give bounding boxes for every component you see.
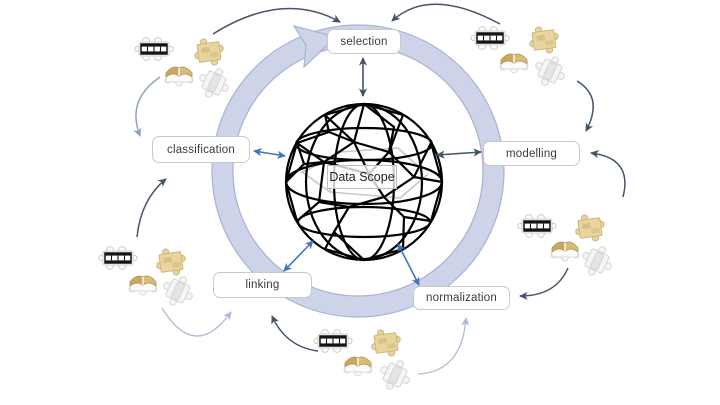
gold-puzzle-icon (369, 326, 403, 360)
table-puzzle-icon (134, 36, 174, 62)
curved-arrow-selection-right (391, 3, 501, 25)
gold-puzzle-icon (154, 245, 188, 279)
icon-cluster-left (98, 245, 199, 312)
book-puzzle-icon (499, 53, 529, 74)
arrow-linking-sphere (283, 240, 314, 272)
curved-arrow-classification-bottom (136, 178, 167, 238)
white-puzzle-icon (193, 62, 235, 104)
icon-cluster-top-right (470, 23, 571, 92)
curved-arrow-modelling-top (576, 80, 594, 132)
stage-label: linking (245, 279, 280, 291)
table-puzzle-icon (98, 245, 138, 271)
stage-box-modelling: modelling (483, 141, 580, 166)
arrow-classification-sphere (253, 148, 286, 159)
curved-arrow-modelling-right (590, 149, 626, 198)
stage-box-selection: selection (327, 29, 401, 54)
icon-cluster-right (517, 211, 618, 282)
stage-arrows (253, 56, 482, 286)
stage-label: normalization (426, 292, 497, 304)
white-puzzle-icon (529, 50, 571, 92)
data-scope-text: Data Scope (329, 170, 395, 184)
stage-label: classification (167, 143, 235, 156)
table-puzzle-icon (313, 328, 353, 354)
white-puzzle-icon (374, 354, 416, 396)
table-puzzle-icon (470, 25, 510, 51)
book-puzzle-icon (128, 275, 158, 296)
gold-puzzle-icon (527, 23, 561, 57)
table-puzzle-icon (517, 213, 557, 239)
resource-arrows (133, 3, 626, 375)
data-scope-sphere (284, 102, 444, 262)
stage-box-classification: classification (152, 136, 250, 163)
arrow-normalization-sphere (397, 243, 420, 286)
cycle-ring-arrowhead (292, 25, 338, 69)
curved-arrow-normalization-bottom (417, 317, 470, 375)
icon-cluster-bottom (313, 326, 416, 396)
stage-box-normalization: normalization (413, 286, 510, 310)
white-puzzle-icon (157, 270, 199, 312)
book-puzzle-icon (164, 66, 194, 87)
arrow-modelling-sphere (436, 148, 482, 159)
curved-arrow-linking-left (161, 307, 232, 337)
icon-cluster-top-left (134, 35, 235, 104)
stage-label: selection (340, 35, 388, 48)
data-scope-label: Data Scope (327, 165, 397, 189)
white-puzzle-icon (576, 240, 618, 282)
curved-arrow-normalization-right (518, 267, 569, 301)
stage-label: modelling (505, 147, 558, 160)
gold-puzzle-icon (192, 35, 226, 69)
curved-arrow-linking-bottom (271, 315, 319, 352)
curved-arrow-classification-top (133, 76, 161, 137)
gold-puzzle-icon (573, 211, 607, 245)
book-puzzle-icon (343, 356, 373, 377)
resource-icon-clusters (98, 23, 618, 396)
stage-box-linking: linking (213, 272, 312, 298)
curved-arrow-selection-left (212, 7, 341, 35)
book-puzzle-icon (550, 241, 580, 262)
